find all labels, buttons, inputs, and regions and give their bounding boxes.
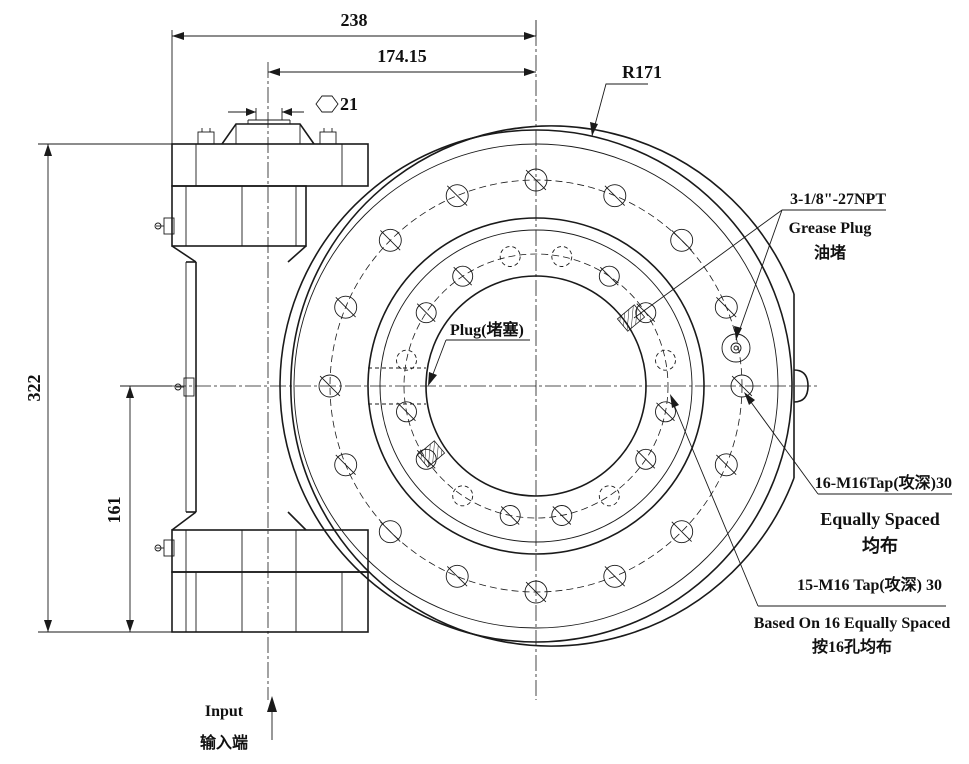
inner-hole [415, 302, 437, 324]
input-en-label: Input [205, 703, 244, 720]
inner-hole [415, 448, 437, 470]
outer-hole [603, 564, 627, 588]
dim-radius: R171 [622, 62, 662, 82]
outer-hole [603, 184, 627, 208]
plug-label: Plug(堵塞) [450, 320, 524, 339]
inner-hole [635, 302, 657, 324]
inner-hole [499, 505, 521, 526]
dimension-lines [38, 20, 648, 740]
dim-overall-width: 238 [341, 10, 368, 30]
worm-housing [154, 119, 369, 633]
dimension-labels: 238 174.15 21 R171 322 161 [24, 10, 662, 524]
outer-hole [445, 184, 469, 208]
callout-leaders [428, 209, 952, 607]
inner-tap-spacing-en: Based On 16 Equally Spaced [754, 615, 951, 632]
inner-hole [551, 505, 573, 526]
inner-hole [499, 246, 521, 267]
outer-tap-spacing-cn: 均布 [862, 535, 898, 556]
outer-hole [670, 228, 694, 252]
outer-hole [378, 520, 402, 544]
outer-hole [714, 295, 738, 319]
outer-hole [445, 564, 469, 588]
outer-tap-spacing-en: Equally Spaced [820, 509, 940, 529]
inner-hole [598, 265, 620, 287]
callout-labels: 3-1/8"-27NPT Grease Plug 油堵 Plug(堵塞) 16-… [450, 191, 952, 656]
grease-plug-en-label: Grease Plug [789, 220, 872, 237]
outer-hole [670, 520, 694, 544]
inner-tap-label: 15-M16 Tap(攻深) 30 [797, 575, 942, 594]
dim-center-offset: 174.15 [377, 46, 427, 66]
inner-hole [452, 265, 474, 287]
inner-mounting-holes [396, 246, 676, 526]
outer-hole [334, 295, 358, 319]
outer-tap-label: 16-M16Tap(攻深)30 [815, 473, 952, 492]
inner-hole [655, 349, 676, 371]
inner-hole [635, 448, 657, 470]
inner-hole [655, 401, 676, 423]
inner-hole [551, 246, 573, 267]
inner-hole [452, 485, 474, 507]
inner-hole [396, 401, 417, 423]
inner-tap-spacing-cn: 按16孔均布 [812, 637, 892, 656]
outer-hole [334, 453, 358, 477]
outer-hole [714, 453, 738, 477]
centre-lines [120, 30, 820, 700]
grease-thread-label: 3-1/8"-27NPT [790, 191, 886, 208]
inner-hole [598, 485, 620, 507]
grease-plug-cn-label: 油堵 [814, 243, 846, 262]
inner-hole [396, 349, 417, 371]
outer-hole [378, 228, 402, 252]
dim-overall-height: 322 [24, 375, 44, 402]
dim-half-height: 161 [104, 497, 124, 524]
outer-mounting-holes [318, 168, 754, 604]
dim-hex-size: 21 [340, 94, 358, 114]
input-cn-label: 输入端 [200, 733, 248, 752]
input-labels: Input 输入端 [200, 703, 248, 752]
